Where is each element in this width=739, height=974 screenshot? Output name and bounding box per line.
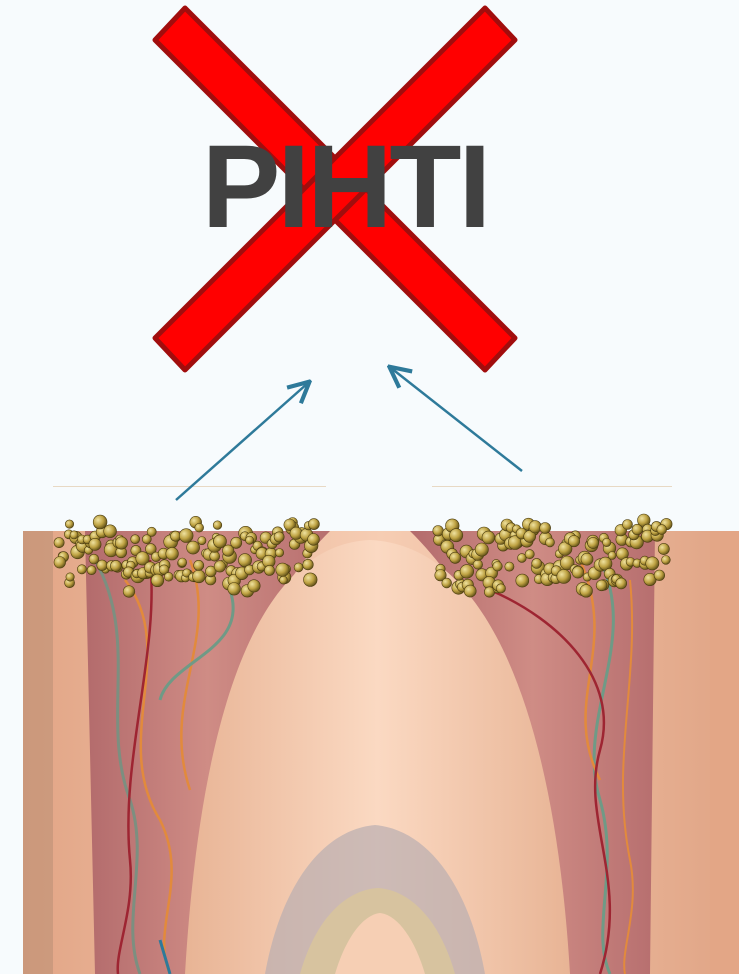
platelet-particle <box>525 550 534 559</box>
platelet-particle <box>131 535 140 544</box>
platelet-particle <box>505 562 514 571</box>
platelet-particle <box>460 565 474 579</box>
platelet-particle <box>580 585 593 598</box>
arrow-right <box>391 368 522 471</box>
platelet-particle <box>658 543 669 554</box>
platelet-particle <box>89 538 101 550</box>
platelet-particle <box>493 562 503 572</box>
platelet-particle <box>97 560 108 571</box>
platelet-particle <box>87 566 96 575</box>
platelet-particle <box>151 574 164 587</box>
platelet-particle <box>70 531 78 539</box>
platelet-particle <box>450 552 461 563</box>
vessel-illustration <box>23 531 739 974</box>
clot-label: PIHTI <box>190 128 500 246</box>
platelet-particle <box>646 557 659 570</box>
platelet-particle <box>464 585 476 597</box>
platelet-particle <box>110 560 121 571</box>
platelet-particle <box>496 584 505 593</box>
platelet-particle <box>198 537 206 545</box>
platelet-particle <box>228 583 241 596</box>
platelet-particle <box>532 558 542 568</box>
platelet-particle <box>246 536 254 544</box>
platelet-particle <box>616 578 627 589</box>
platelet-particle <box>596 580 607 591</box>
platelet-particle <box>588 537 599 548</box>
arrow-left <box>176 383 308 500</box>
platelet-particle <box>179 529 193 543</box>
platelet-particle <box>195 523 204 532</box>
platelet-particle <box>608 552 616 560</box>
platelet-particle <box>77 565 86 574</box>
platelet-particle <box>603 538 611 546</box>
platelet-particle <box>279 576 287 584</box>
platelet-particle <box>166 547 179 560</box>
platelet-particle <box>178 558 187 567</box>
platelet-particle <box>214 561 225 572</box>
platelet-particle <box>482 531 495 544</box>
platelet-particle <box>248 580 260 592</box>
platelet-particle <box>54 538 64 548</box>
platelet-particle <box>104 525 117 538</box>
platelet-particle <box>187 541 200 554</box>
platelet-particle <box>275 549 283 557</box>
platelet-particle <box>623 520 633 530</box>
platelet-particle <box>54 557 66 569</box>
platelet-particle <box>210 551 220 561</box>
platelet-particle <box>164 572 173 581</box>
platelet-particle <box>572 567 584 579</box>
platelet-particle <box>213 521 222 530</box>
platelet-particle <box>193 570 206 583</box>
platelet-particle <box>450 529 463 542</box>
platelet-particle <box>66 573 74 581</box>
platelet-particle <box>93 515 107 529</box>
platelet-particle <box>231 537 242 548</box>
platelet-particle <box>546 538 555 547</box>
platelet-particle <box>264 565 274 575</box>
platelet-particle <box>568 535 579 546</box>
platelet-particle <box>475 543 488 556</box>
platelet-particle <box>308 519 319 530</box>
platelet-particle <box>442 578 452 588</box>
platelet-particle <box>276 563 289 576</box>
platelet-particle <box>657 525 667 535</box>
platelet-particle <box>303 559 314 570</box>
platelet-particle <box>294 563 303 572</box>
platelet-particle <box>147 527 156 536</box>
platelet-particle <box>557 570 571 584</box>
platelet-particle <box>654 570 665 581</box>
platelet-particle <box>274 532 284 542</box>
platelet-particle <box>194 560 204 570</box>
platelet-particle <box>115 537 127 549</box>
platelet-particle <box>433 526 444 537</box>
platelet-particle <box>123 586 135 598</box>
platelet-particle <box>308 534 320 546</box>
platelet-particle <box>581 553 593 565</box>
platelet-particle <box>304 573 318 587</box>
platelet-particle <box>473 560 482 569</box>
platelet-particle <box>65 520 73 528</box>
platelet-particle <box>516 574 529 587</box>
platelet-particle <box>540 523 551 534</box>
platelet-particle <box>662 556 671 565</box>
